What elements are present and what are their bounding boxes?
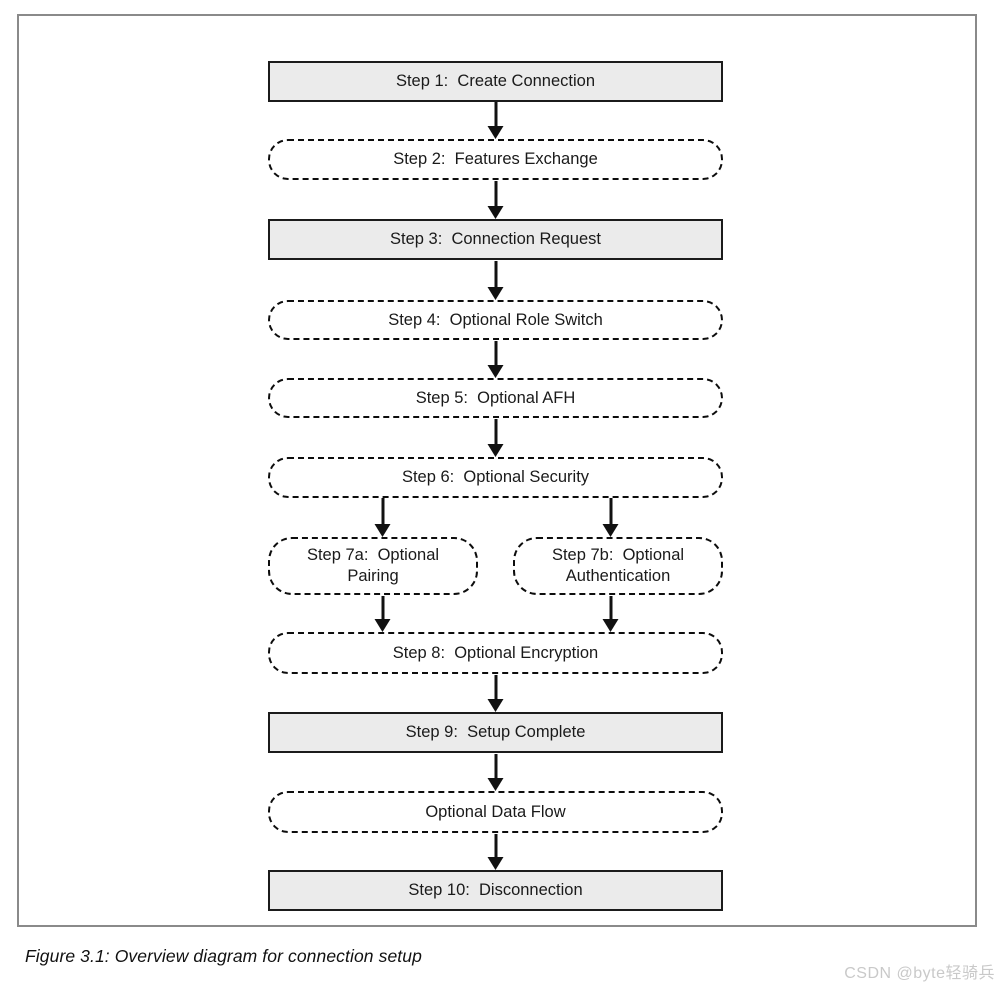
flow-box-label: Step 2: Features Exchange <box>393 150 598 168</box>
flow-box-step-6: Step 6: Optional Security <box>268 457 723 498</box>
flow-arrow <box>374 498 392 537</box>
flow-box-label: Step 7a: Optional Pairing <box>306 546 440 585</box>
flow-arrow <box>487 834 505 870</box>
flow-arrow <box>602 596 620 632</box>
flow-box-optional-data-flow: Optional Data Flow <box>268 791 723 833</box>
flow-box-step-2: Step 2: Features Exchange <box>268 139 723 180</box>
flow-box-step-3: Step 3: Connection Request <box>268 219 723 260</box>
flow-box-label: Step 7b: Optional Authentication <box>551 546 685 585</box>
flow-box-label: Optional Data Flow <box>425 802 566 821</box>
flow-box-step-4: Step 4: Optional Role Switch <box>268 300 723 340</box>
flow-box-step-5: Step 5: Optional AFH <box>268 378 723 418</box>
flow-box-step-7b: Step 7b: Optional Authentication <box>513 537 723 595</box>
flow-arrow <box>487 261 505 300</box>
flow-box-step-10: Step 10: Disconnection <box>268 870 723 911</box>
watermark: CSDN @byte轻骑兵 <box>844 965 995 982</box>
flow-arrow <box>487 181 505 219</box>
flow-box-label: Step 6: Optional Security <box>401 468 590 486</box>
flow-arrow <box>374 596 392 632</box>
figure-caption: Figure 3.1: Overview diagram for connect… <box>25 946 422 966</box>
flow-arrow <box>487 419 505 457</box>
flow-arrow <box>487 102 505 139</box>
flow-box-step-9: Step 9: Setup Complete <box>268 712 723 753</box>
flow-box-label: Step 5: Optional AFH <box>415 388 576 407</box>
flow-box-label: Step 4: Optional Role Switch <box>388 310 603 329</box>
flow-arrow <box>487 341 505 378</box>
flow-box-label: Step 10: Disconnection <box>408 881 583 899</box>
flow-box-step-8: Step 8: Optional Encryption <box>268 632 723 674</box>
flow-box-label: Step 8: Optional Encryption <box>392 643 599 662</box>
flow-arrow <box>487 754 505 791</box>
flow-box-label: Step 9: Setup Complete <box>405 723 586 741</box>
flow-box-label: Step 3: Connection Request <box>390 230 601 248</box>
flow-box-label: Step 1: Create Connection <box>395 72 596 90</box>
flow-arrow <box>602 498 620 537</box>
flow-box-step-1: Step 1: Create Connection <box>268 61 723 102</box>
flow-box-step-7a: Step 7a: Optional Pairing <box>268 537 478 595</box>
flow-arrow <box>487 675 505 712</box>
